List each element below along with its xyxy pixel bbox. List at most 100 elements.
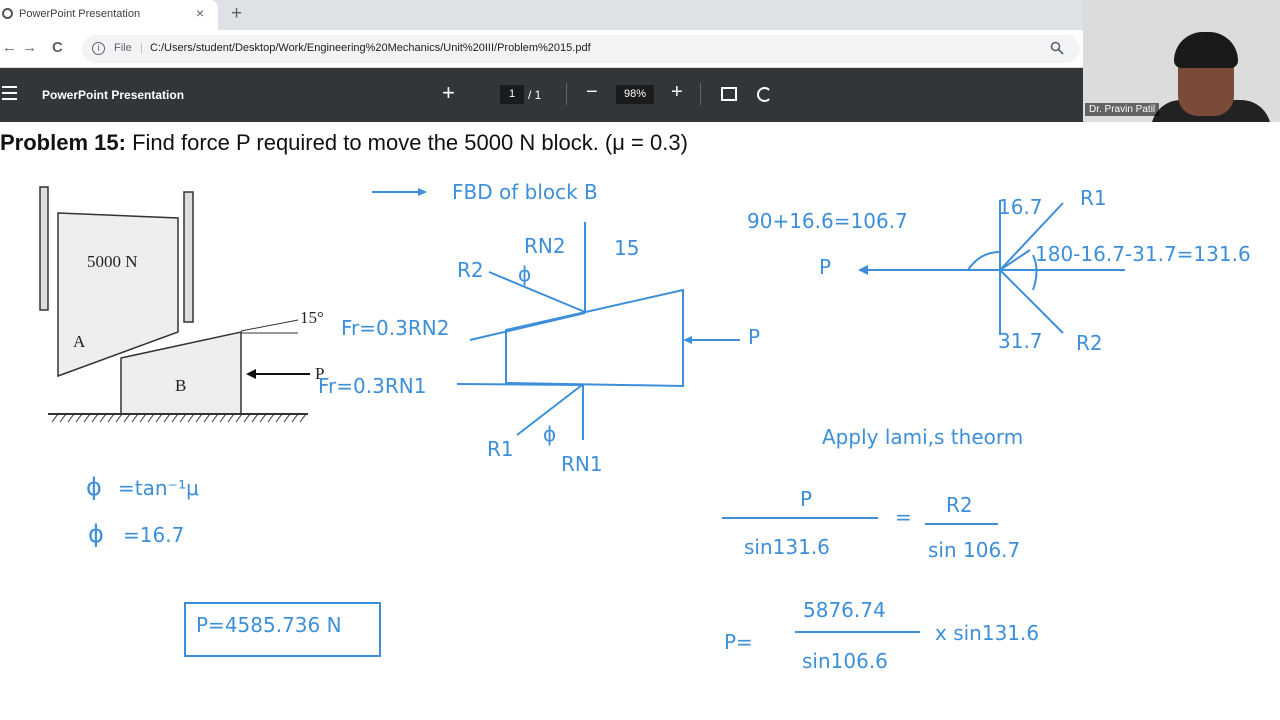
hatch-line [67,413,75,423]
hatch-line [219,413,227,423]
angle-arc-left [967,251,1001,271]
toolbar-divider [700,83,701,105]
page-number-input[interactable]: 1 [500,85,524,104]
hatch-line [147,413,155,423]
hatch-line [267,413,275,423]
hatch-line [107,413,115,423]
friction-bottom-line [456,383,584,386]
block-a [57,212,179,378]
forward-button[interactable]: → [22,39,37,56]
p-force-arrowhead [683,336,692,344]
address-bar: ← → C i File | C:/Users/student/Desktop/… [0,30,1083,68]
right-wall [183,191,194,323]
menu-icon[interactable] [2,86,17,100]
hatch-line [243,413,251,423]
fraction3-denominator: sin106.6 [802,649,888,673]
block-a-label: A [73,332,86,351]
ground-hatch [51,413,307,423]
lami-heading: Apply lami,s theorm [822,425,1024,449]
left-wall [39,186,49,311]
url-separator: | [140,42,143,54]
r2-bottom-label: R2 [1076,331,1103,355]
hatch-line [275,413,283,423]
phi-value-symbol: ϕ [88,520,104,548]
globe-icon [2,8,13,19]
hatch-line [83,413,91,423]
hatch-line [251,413,259,423]
file-label: File [114,42,132,54]
zoom-level-input[interactable]: 98% [616,85,654,104]
p-right-label: P [748,325,761,349]
angle-arc-right [1032,254,1038,291]
hatch-line [171,413,179,423]
webcam-feed: Dr. Pravin Patil [1083,0,1280,122]
url-input[interactable]: i File | C:/Users/student/Desktop/Work/E… [82,35,1080,63]
fit-page-icon[interactable] [721,87,737,101]
hatch-line [291,413,299,423]
hatch-line [139,413,147,423]
tab-powerpoint-presentation[interactable]: PowerPoint Presentation × [0,0,218,30]
angle-label: 15° [300,308,324,327]
angle-31-7-label: 31.7 [998,329,1043,353]
close-icon[interactable]: × [196,5,205,21]
hatch-line [195,413,203,423]
info-icon[interactable]: i [92,42,105,55]
block-b-label: B [175,376,187,395]
fbd-block-b [372,188,740,440]
tab-bar: PowerPoint Presentation × + [0,0,1083,30]
hatch-line [131,413,139,423]
url-text[interactable]: C:/Users/student/Desktop/Work/Engineerin… [150,42,591,54]
pdf-toolbar: PowerPoint Presentation + 1 / 1 − 98% + [0,68,1083,122]
hatch-line [299,413,307,423]
problem-text: Find force P required to move the 5000 N… [132,130,688,155]
r2-line [488,271,586,313]
fraction1-numerator: P [800,487,813,511]
presenter-hair [1174,32,1238,68]
problem-statement: Problem 15: Find force P required to mov… [0,130,688,156]
hatch-line [99,413,107,423]
zoom-in-button[interactable]: + [671,81,683,103]
equals-sign: = [895,505,912,529]
friction-top-line [469,312,586,341]
hatch-line [235,413,243,423]
page-total: / 1 [528,88,542,102]
r1-left-label: R1 [487,437,514,461]
block-a-weight: 5000 N [87,252,138,271]
plus-button[interactable]: + [442,80,455,105]
p-arrowhead [858,265,868,275]
magnifier-icon[interactable] [1050,41,1064,58]
phi-formula-symbol: ϕ [86,473,102,501]
fraction3-numerator: 5876.74 [803,598,886,622]
pdf-title: PowerPoint Presentation [42,88,185,102]
hatch-line [123,413,131,423]
r1-vector [999,202,1064,271]
hatch-line [115,413,123,423]
back-button[interactable]: ← [2,39,17,56]
rn1-label: RN1 [561,452,603,476]
force-p-label: P [315,364,325,383]
p-equals-label: P= [724,630,753,654]
equation-lines [184,517,998,657]
zoom-out-button[interactable]: − [586,81,598,103]
phi-value: =16.7 [123,523,185,547]
r2-vector [999,269,1064,334]
angle-16-7-label: 16.7 [998,195,1043,219]
p-left-label: P [819,255,832,279]
fbd-pointer-arrowhead [418,188,427,196]
hatch-line [211,413,219,423]
angle-equation-1: 90+16.6=106.7 [747,209,908,233]
angle-equation-2: 180-16.7-31.7=131.6 [1035,242,1251,266]
new-tab-button[interactable]: + [231,3,243,24]
fraction2-numerator: R2 [946,493,973,517]
reload-button[interactable]: C [52,39,63,56]
fbd-title: FBD of block B [452,180,598,204]
rotate-icon[interactable] [757,87,772,102]
friction-bottom-label: Fr=0.3RN1 [318,374,427,398]
printed-figure [39,186,310,415]
force-diagram [858,200,1125,335]
inner-triangle-edge [999,249,1031,271]
force-p-arrowhead [246,369,256,379]
r1-top-label: R1 [1080,186,1107,210]
angle-ref-line [240,319,299,332]
